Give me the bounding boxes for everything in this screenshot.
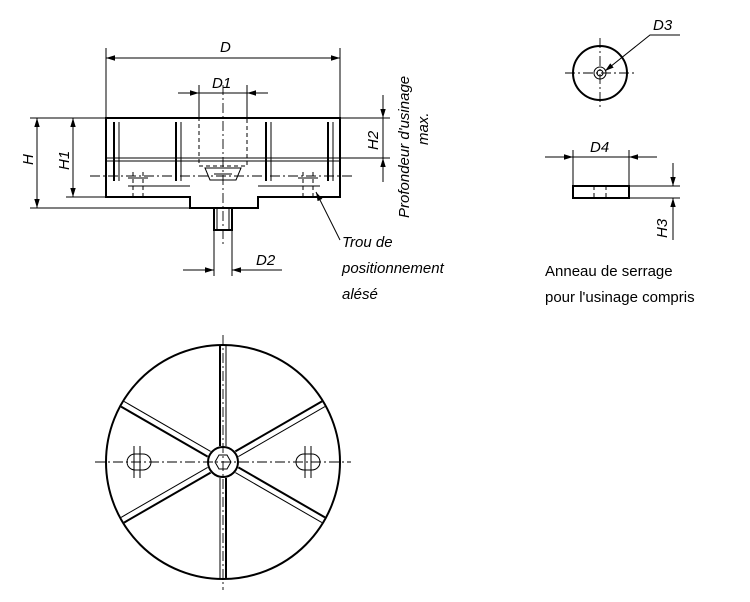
radial-slot-edge	[235, 472, 323, 524]
plan-positioning-hole-right	[295, 446, 321, 478]
label-D1: D1	[212, 75, 231, 92]
positioning-note-line3: alésé	[342, 286, 378, 303]
centre-bore	[207, 446, 239, 478]
radial-slot-edge	[237, 466, 326, 519]
clamping-note-line2: pour l'usinage compris	[545, 289, 695, 306]
label-D2: D2	[256, 252, 276, 269]
radial-slots	[120, 346, 326, 578]
label-D4: D4	[590, 139, 609, 156]
positioning-note-line1: Trou de	[342, 234, 393, 251]
clamping-ring-note: Anneau de serrage pour l'usinage compris	[545, 263, 695, 306]
clamping-ring-side-view: D4 H3	[545, 139, 680, 240]
radial-slot-edge	[120, 466, 208, 518]
dim-H1: H1	[56, 118, 106, 198]
label-H2: H2	[365, 130, 382, 150]
label-H: H	[20, 154, 37, 165]
dim-H: H	[20, 117, 190, 209]
machining-depth-note: Profondeur d'usinage max.	[396, 76, 432, 218]
label-H3: H3	[654, 218, 671, 238]
body-outline	[105, 117, 341, 209]
clamping-ring-top-view: D3	[565, 17, 680, 108]
radial-slot-edge	[234, 400, 323, 453]
plan-positioning-hole-left	[126, 446, 152, 478]
hex-socket-icon	[214, 454, 232, 470]
label-D3: D3	[653, 17, 673, 34]
clamping-note-line1: Anneau de serrage	[545, 263, 673, 280]
dim-D: D	[105, 39, 341, 118]
radial-slot-edge	[120, 405, 209, 458]
positioning-note-line2: positionnement	[341, 260, 445, 277]
machining-depth-line2: max.	[415, 112, 432, 145]
plan-view	[95, 335, 351, 590]
radial-slots-section	[113, 122, 334, 181]
radial-slot-edge	[123, 400, 211, 452]
dim-H2: H2	[340, 95, 390, 182]
label-D: D	[220, 39, 231, 56]
positioning-hole-note: Trou de positionnement alésé	[315, 191, 445, 303]
label-H1: H1	[56, 151, 73, 170]
dim-D1: D1	[178, 75, 268, 118]
radial-slot-edge	[123, 471, 212, 524]
front-view	[90, 85, 355, 246]
radial-slot-edge	[238, 406, 326, 458]
dim-D2: D2	[183, 230, 282, 276]
machining-depth-line1: Profondeur d'usinage	[396, 76, 413, 218]
